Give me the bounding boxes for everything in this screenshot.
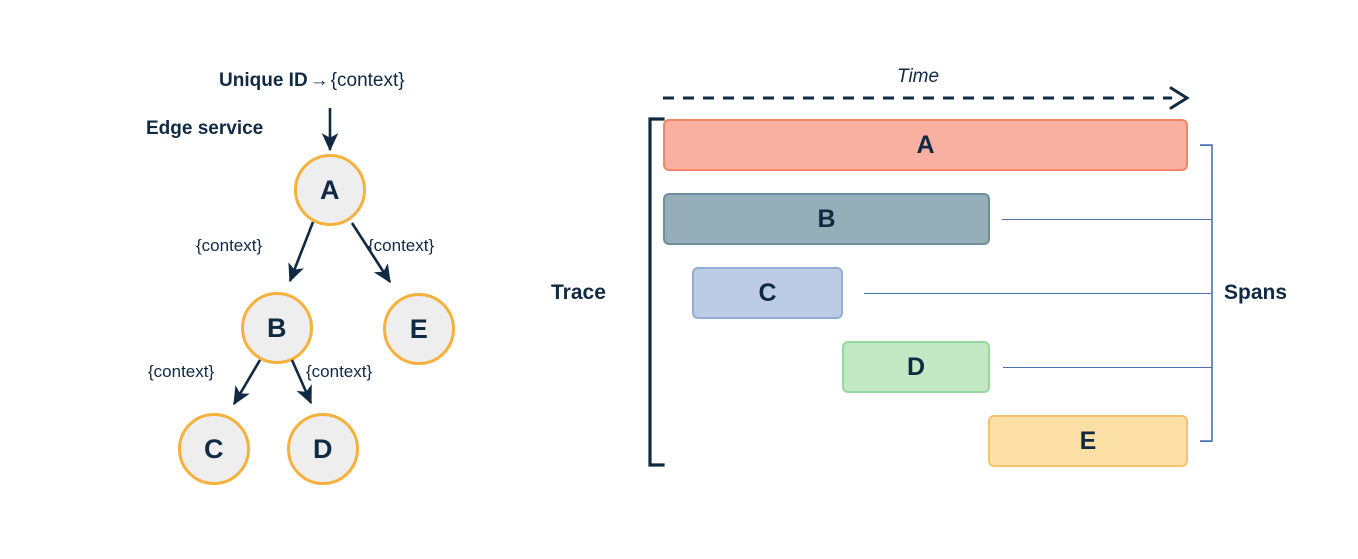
span-bar-c[interactable]: C: [692, 267, 843, 319]
span-bar-e[interactable]: E: [988, 415, 1188, 467]
edge-label-b-d: {context}: [306, 362, 373, 381]
tree-edge-a-b-arrow: [288, 221, 315, 283]
arrow-right-icon: →: [309, 70, 329, 91]
unique-id-heading: Unique ID→{context}: [219, 70, 405, 92]
edge-label-a-b: {context}: [196, 236, 263, 255]
tree-node-d[interactable]: D: [287, 413, 359, 485]
edge-service-label: Edge service: [146, 118, 264, 139]
spans-label: Spans: [1224, 281, 1288, 304]
trace-label: Trace: [551, 281, 606, 304]
tree-node-a-label: A: [320, 174, 340, 205]
tree-node-a[interactable]: A: [294, 154, 366, 226]
span-bar-b[interactable]: B: [663, 193, 990, 245]
unique-id-text: Unique ID: [219, 70, 308, 91]
edge-label-b-c: {context}: [148, 362, 215, 381]
span-bar-d-label: D: [906, 352, 926, 381]
span-connector-d: [1003, 367, 1212, 368]
tree-node-b[interactable]: B: [241, 292, 313, 364]
context-token-heading: {context}: [330, 70, 405, 91]
trace-bracket: [648, 117, 665, 467]
span-connector-c: [864, 293, 1212, 294]
span-bar-d[interactable]: D: [842, 341, 990, 393]
tree-edge-b-c-arrow: [232, 359, 262, 406]
time-axis-label: Time: [897, 66, 940, 87]
span-bar-a-label: A: [916, 130, 935, 159]
time-axis-arrowhead-icon: [1169, 86, 1190, 110]
tree-node-b-label: B: [267, 312, 287, 343]
span-connector-e: [1200, 441, 1212, 442]
span-connector-a: [1200, 145, 1212, 146]
tree-node-e-label: E: [409, 313, 429, 344]
tree-node-e[interactable]: E: [383, 293, 455, 365]
span-bar-a[interactable]: A: [663, 119, 1188, 171]
span-connector-b: [1002, 219, 1212, 220]
tree-node-c-label: C: [204, 433, 224, 464]
span-bar-b-label: B: [817, 204, 836, 233]
span-bar-e-label: E: [1079, 426, 1097, 455]
tree-node-d-label: D: [313, 433, 333, 464]
tree-node-c[interactable]: C: [178, 413, 250, 485]
span-bar-c-label: C: [758, 278, 777, 307]
edge-label-a-e: {context}: [368, 236, 435, 255]
